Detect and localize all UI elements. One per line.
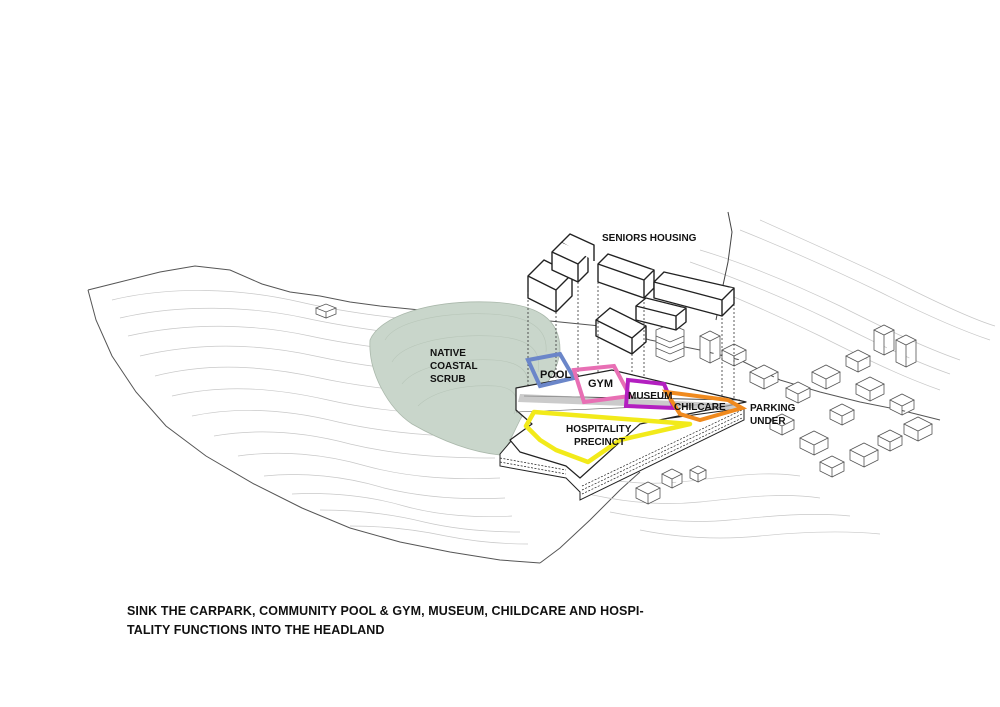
native-scrub-label-line3: SCRUB — [430, 374, 466, 385]
gym-label: GYM — [588, 378, 613, 390]
existing-tower — [655, 323, 685, 363]
childcare-label: CHILCARE — [674, 402, 726, 413]
native-scrub-label-line1: NATIVE — [430, 348, 466, 359]
museum-label: MUSEUM — [628, 391, 672, 402]
caption-line-1: SINK THE CARPARK, COMMUNITY POOL & GYM, … — [127, 604, 644, 618]
pool-zone — [525, 351, 578, 389]
hospitality-zone — [523, 409, 693, 465]
parking-label-line2: UNDER — [750, 416, 786, 427]
diagram-caption: SINK THE CARPARK, COMMUNITY POOL & GYM, … — [127, 602, 647, 640]
surrounding-buildings — [314, 303, 933, 505]
gym-zone — [571, 363, 634, 405]
access-road — [518, 394, 740, 410]
hospitality-label-line1: HOSPITALITY — [566, 424, 632, 435]
pool-label: POOL — [540, 369, 571, 381]
native-scrub-label-line2: COASTAL — [430, 361, 478, 372]
caption-line-2: TALITY FUNCTIONS INTO THE HEADLAND — [127, 623, 385, 637]
contour-lines — [111, 219, 996, 545]
hospitality-label-line2: PRECINCT — [574, 437, 625, 448]
childcare-zone — [662, 389, 748, 423]
parking-label-line1: PARKING — [750, 403, 796, 414]
seniors-housing-label: SENIORS HOUSING — [602, 233, 697, 244]
